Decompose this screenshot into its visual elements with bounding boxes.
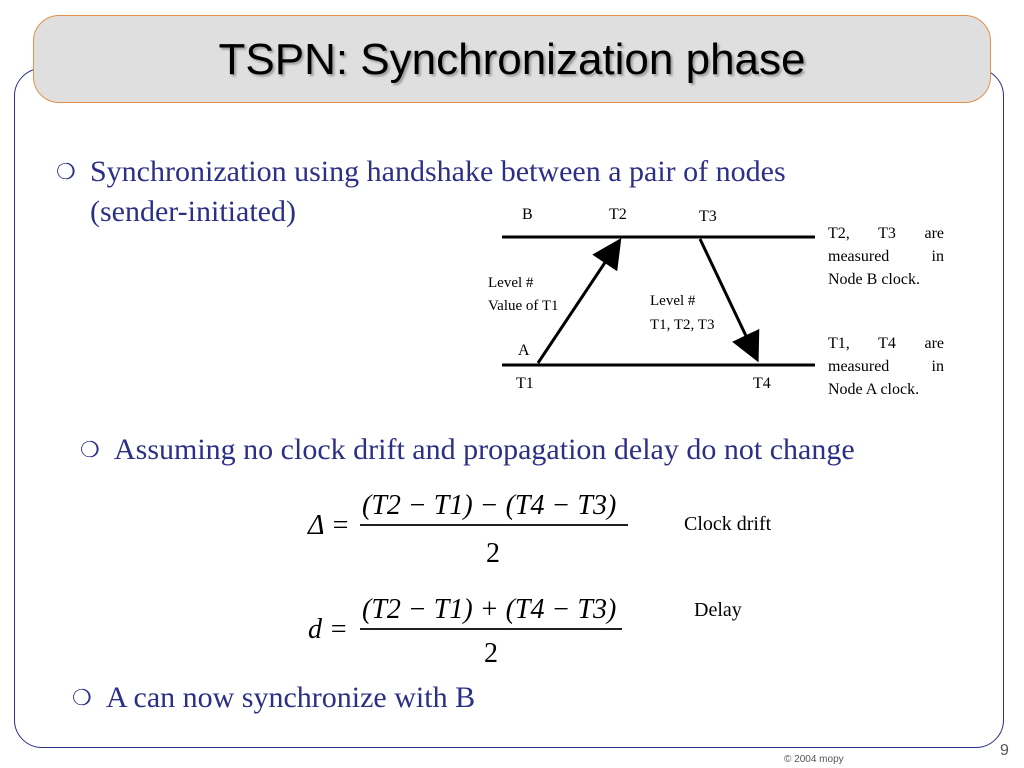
node-a-clock-note: T1, T4 are measured in Node A clock. — [828, 332, 944, 401]
node-b-label: B — [522, 206, 533, 223]
note-line: Node A clock. — [828, 381, 920, 398]
msg2-label-line2: T1, T2, T3 — [650, 317, 714, 333]
node-a-label: A — [518, 342, 530, 359]
msg2-label-line1: Level # — [650, 293, 696, 309]
bullet-text: Synchronization using handshake between … — [90, 152, 786, 232]
slide-title: TSPN: Synchronization phase — [218, 35, 806, 84]
note-line: T2, T3 are — [828, 225, 944, 242]
msg1-label-line2: Value of T1 — [488, 298, 559, 314]
t3-label: T3 — [699, 208, 717, 225]
drift-numerator: (T2 − T1) − (T4 − T3) — [362, 490, 616, 521]
message-a-to-b-arrow — [536, 238, 622, 364]
msg1-label-line1: Level # — [488, 275, 534, 291]
bullet-text: Assuming no clock drift and propagation … — [114, 433, 855, 466]
page-number: 9 — [1000, 742, 1009, 759]
delay-denominator: 2 — [484, 638, 498, 669]
t1-label: T1 — [516, 375, 534, 392]
note-line: Node B clock. — [828, 271, 920, 288]
bullet-line-1: Synchronization using handshake between … — [90, 155, 786, 188]
handshake-diagram: B T2 T3 A T1 T4 Level # Value of T1 Leve… — [488, 206, 815, 392]
delay-lhs: d = — [308, 614, 348, 645]
bullet-text: A can now synchronize with B — [106, 681, 476, 714]
note-line: T1, T4 are — [828, 335, 944, 352]
drift-denominator: 2 — [486, 538, 500, 568]
drift-lhs: Δ = — [307, 510, 350, 541]
bullet-line-2: (sender-initiated) — [90, 195, 296, 228]
clock-drift-label: Clock drift — [684, 513, 772, 535]
note-line: measured in — [828, 358, 944, 375]
t2-label: T2 — [609, 206, 627, 223]
delay-formula: d = (T2 − T1) + (T4 − T3) 2 — [308, 594, 622, 669]
clock-drift-formula: Δ = (T2 − T1) − (T4 − T3) 2 — [307, 490, 628, 568]
delay-label: Delay — [694, 599, 742, 621]
node-b-clock-note: T2, T3 are measured in Node B clock. — [828, 222, 944, 291]
message-b-to-a-arrow — [698, 238, 760, 363]
copyright-footer: © 2004 mopy — [784, 754, 844, 765]
t4-label: T4 — [753, 375, 771, 392]
bullet-marker-icon: ❍ — [56, 159, 76, 184]
bullet-marker-icon: ❍ — [72, 685, 92, 710]
note-line: measured in — [828, 248, 944, 265]
title-bar — [33, 15, 991, 103]
delay-numerator: (T2 − T1) + (T4 − T3) — [362, 594, 616, 625]
bullet-marker-icon: ❍ — [80, 437, 100, 462]
